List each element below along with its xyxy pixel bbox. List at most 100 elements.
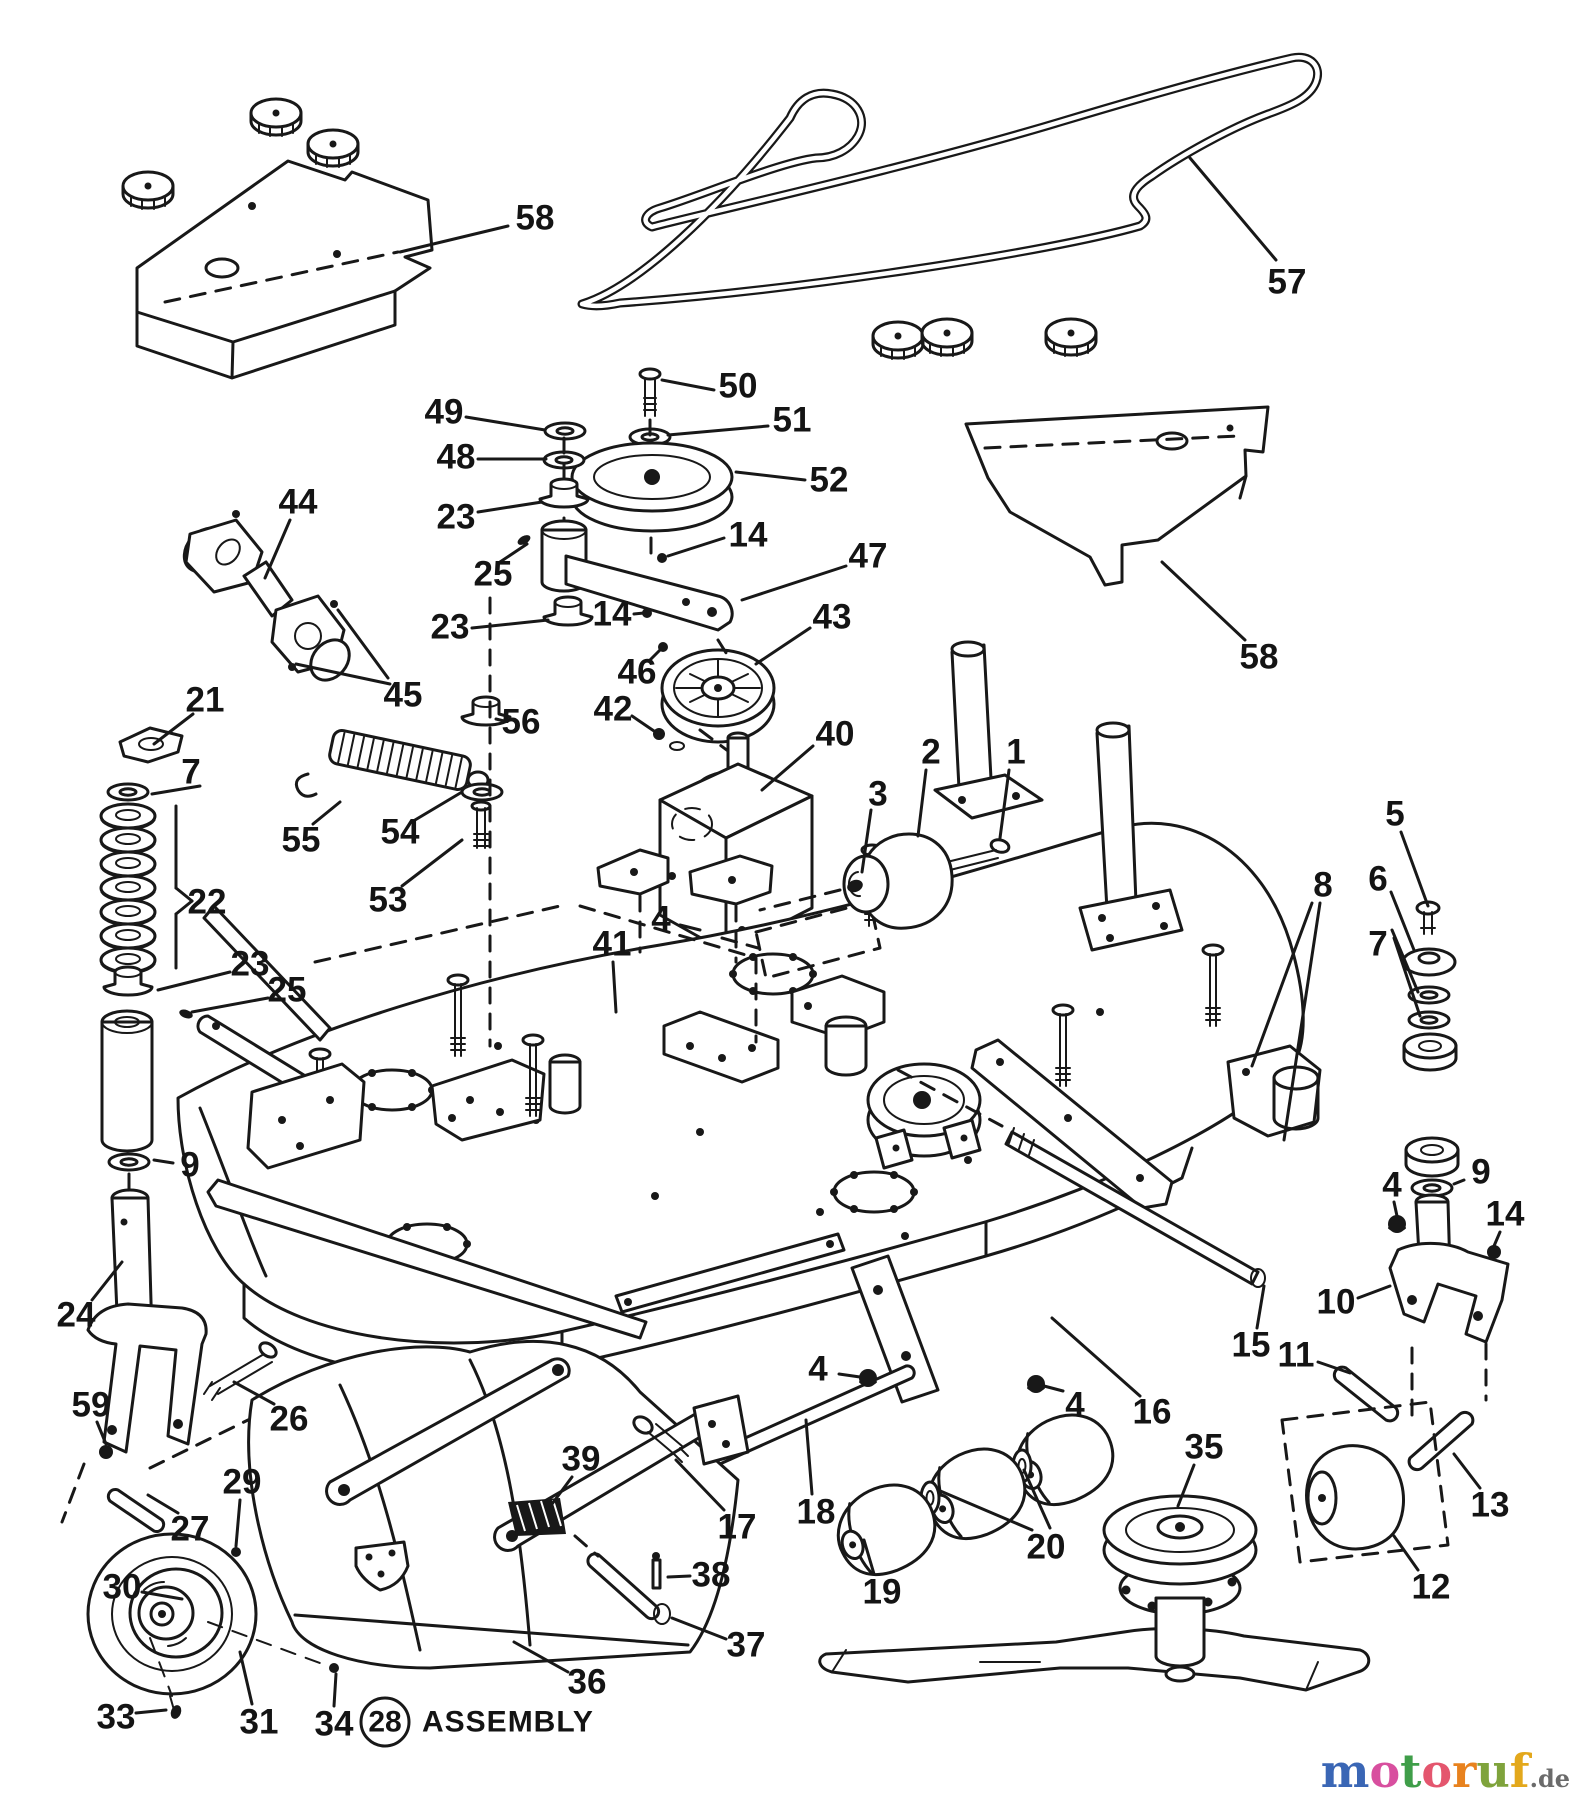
callout-27: 27 [171,1510,210,1549]
leader-line-26 [232,1380,276,1406]
cover-plate-left [121,97,434,380]
leader-line-33 [134,1708,168,1715]
callout-44: 44 [279,483,318,522]
callout-57: 57 [1268,263,1307,302]
callout-11: 11 [1278,1336,1315,1375]
watermark-letter: o [1421,1744,1453,1798]
leader-line-14 [666,536,726,558]
discharge-chute [247,1339,750,1670]
callout-55: 55 [282,821,321,860]
callout-33: 33 [97,1698,136,1737]
idler-pulley [653,638,776,762]
leader-line-23 [476,500,544,514]
callout-48: 48 [437,438,476,477]
leader-line-4 [837,1372,862,1379]
callout-14: 14 [1486,1195,1525,1234]
drive-belt [577,52,1322,311]
callout-35: 35 [1185,1428,1224,1467]
assembly-note-label: ASSEMBLY [422,1706,594,1739]
callout-19: 19 [863,1573,902,1612]
callout-39: 39 [562,1440,601,1479]
callout-4: 4 [808,1350,828,1389]
leader-line-41 [611,960,618,1014]
callout-58: 58 [1240,638,1279,677]
leader-line-15 [1255,1284,1266,1330]
leader-line-23 [470,618,550,630]
leader-line-45 [336,608,390,680]
leader-line-17 [674,1458,726,1512]
callout-45: 45 [384,676,423,715]
callout-16: 16 [1133,1393,1172,1432]
callout-52: 52 [810,461,849,500]
leader-line-11 [1316,1360,1352,1375]
callout-10: 10 [1317,1283,1356,1322]
callout-29: 29 [223,1463,262,1502]
watermark-letter: r [1452,1744,1477,1798]
leader-line-59 [95,1420,108,1446]
blade-spindle-assembly [818,1494,1371,1692]
leader-line-18 [804,1418,814,1496]
leader-line-44 [263,518,292,580]
leader-line-56 [494,717,506,723]
leader-line-7 [1392,936,1422,1018]
front-roller-bolt [758,832,1011,930]
watermark-letter: m [1320,1744,1370,1798]
callout-7: 7 [181,753,200,792]
leader-line-23 [156,970,232,992]
left-caster-assembly [60,1188,278,1533]
callout-22: 22 [188,883,227,922]
leader-line-37 [670,1616,728,1641]
leader-line-30 [140,1590,184,1601]
callout-15: 15 [1232,1326,1271,1365]
callout-2: 2 [921,733,940,772]
leader-line-20 [1022,1468,1052,1530]
callout-49: 49 [425,393,464,432]
leader-line-45 [294,662,392,686]
callout-leader-lines [90,156,1502,1715]
leader-line-34 [332,1672,338,1708]
callout-46: 46 [618,653,657,692]
leader-line-9 [1452,1178,1466,1186]
leader-line-9 [152,1158,175,1165]
leader-line-54 [413,790,464,822]
leader-line-5 [1399,830,1430,908]
leader-line-40 [760,744,815,792]
leader-line-25 [498,542,529,564]
leader-line-57 [1188,156,1278,262]
leader-line-22 [174,899,194,916]
leader-line-22 [174,886,194,903]
leader-line-19 [862,1538,876,1576]
callout-12: 12 [1412,1568,1451,1607]
deck-brackets-rails [206,843,1225,1404]
leader-line-6 [1389,890,1416,952]
idler-spindle-hardware [570,367,734,558]
callout-40: 40 [816,715,855,754]
leader-line-36 [512,1640,570,1674]
leader-line-39 [550,1475,574,1506]
callout-9: 9 [180,1146,199,1185]
motoruf-watermark-logo[interactable]: motoruf.de [1321,1748,1570,1794]
callout-23: 23 [437,498,476,537]
washer-stack-assembly [99,726,193,1196]
assembly-note: 28 ASSEMBLY [359,1696,594,1748]
leader-line-7 [150,784,202,796]
leader-line-58 [398,224,510,254]
callout-34: 34 [315,1705,354,1744]
callout-6: 6 [1368,860,1387,899]
leader-line-42 [630,714,656,733]
leader-line-14 [1492,1230,1502,1248]
callout-8: 8 [1313,866,1332,905]
gearbox [658,731,814,954]
deck-center-pulley [866,1062,982,1170]
tension-spring-assembly [294,695,512,849]
callout-14: 14 [729,516,768,555]
callout-51: 51 [773,401,812,440]
callout-7: 7 [1368,925,1387,964]
callout-1: 1 [1006,733,1025,772]
leader-line-4 [678,923,702,932]
leader-line-3 [860,808,873,874]
callout-30: 30 [103,1568,142,1607]
pto-driveshaft [182,510,351,682]
